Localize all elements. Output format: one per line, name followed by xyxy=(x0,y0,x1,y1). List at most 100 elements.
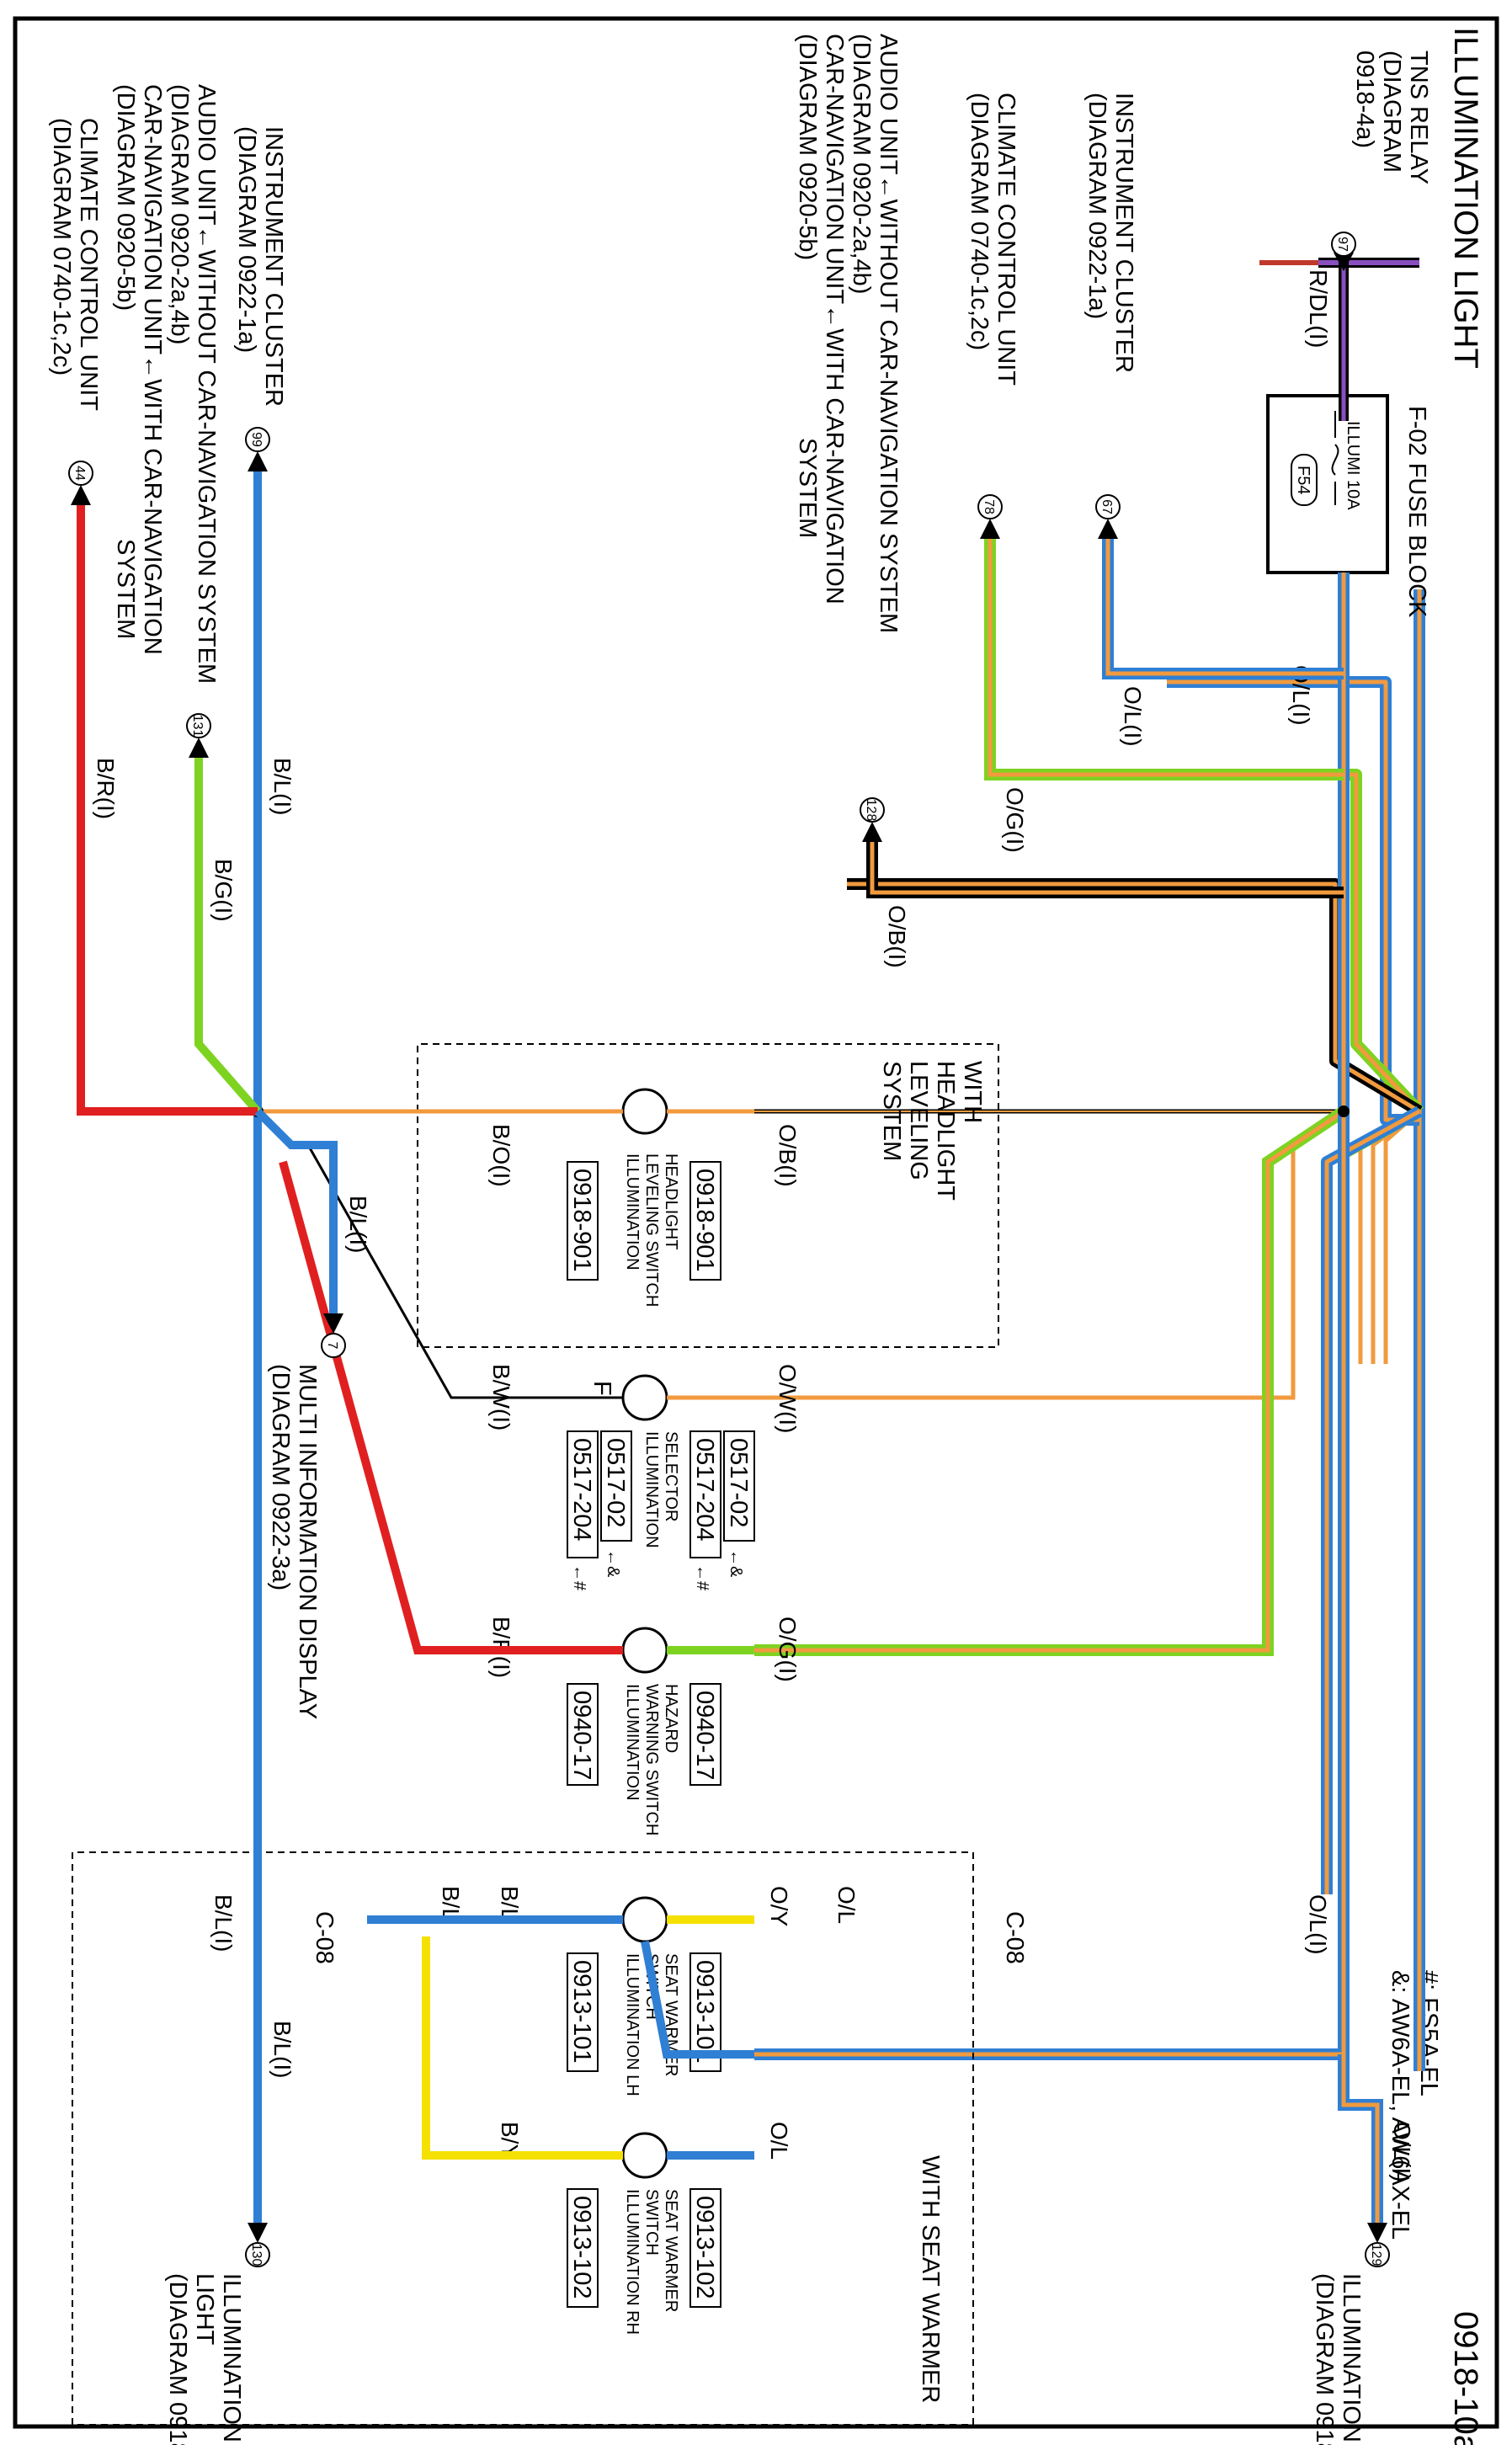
connectors: C-08 O/L(I) C-08 B/L(I) xyxy=(210,1894,1331,1964)
illum-bot-terminal xyxy=(245,2242,270,2267)
wire-fan-sel-3 xyxy=(1358,1109,1421,1364)
au128-line-5: (DIAGRAM 0920-5b) xyxy=(794,34,821,260)
seat-lh-in-a: O/Y xyxy=(766,1886,792,1927)
au131-arrow xyxy=(189,738,209,758)
tns-terminal-num: 97 xyxy=(1335,237,1350,252)
hl-group-4: SYSTEM xyxy=(878,1061,905,1161)
ic67-arrow xyxy=(1098,519,1118,539)
sel-feed xyxy=(754,1109,1345,1400)
hl-name-2: LEVELING SWITCH xyxy=(642,1153,661,1307)
au128-line-4: SYSTEM xyxy=(794,438,821,538)
ic67-line-2: (DIAGRAM 0922-1a) xyxy=(1083,93,1110,319)
sel-bulb-icon xyxy=(621,1374,668,1421)
diagram-number: 0918-10a xyxy=(1447,2311,1484,2445)
cc44-num: 44 xyxy=(72,466,87,481)
cc78-arrow xyxy=(980,519,1000,539)
hl-code-top-box xyxy=(689,1161,721,1281)
sel-name-1: SELECTOR xyxy=(662,1431,680,1521)
au128-arrow xyxy=(862,822,882,842)
note-amp: &: AW6A-EL, AW6AX-EL xyxy=(1387,1970,1414,2240)
ic67-num: 67 xyxy=(1099,499,1114,514)
fuse-title: F-02 FUSE BLOCK xyxy=(1403,406,1430,618)
ic99-line-1: INSTRUMENT CLUSTER xyxy=(260,126,287,407)
haz-code-bot: 0940-17 xyxy=(568,1691,595,1780)
cc78-line-2: (DIAGRAM 0740-1c,2c) xyxy=(966,93,993,350)
cc78-line-1: CLIMATE CONTROL UNIT xyxy=(993,93,1020,386)
haz-code-top-box xyxy=(689,1683,721,1786)
sel-wire-in: O/W(I) xyxy=(775,1364,801,1433)
sel-code-t1-box xyxy=(723,1430,755,1542)
out-au131: 131 B/G(I) AUDIO UNIT←WITHOUT CAR-NAVIGA… xyxy=(112,84,261,1115)
haz-stub-out xyxy=(279,1160,623,1654)
illum-top-wire-label: O/L(I) xyxy=(1389,2122,1415,2182)
au131-terminal xyxy=(186,713,211,738)
ic67-wire-blue xyxy=(1102,539,1344,679)
comp-seat-group: WITH SEAT WARMER 0913-101 SEAT WARMER SW… xyxy=(72,1851,974,2426)
ic99-arrow xyxy=(248,451,268,471)
seat-rh-in: O/L xyxy=(766,2122,792,2160)
mid7-line-1: MULTI INFORMATION DISPLAY xyxy=(294,1364,321,1719)
seat-rh-name-1: SEAT WARMER xyxy=(662,2189,680,2312)
wire-ic67-blue xyxy=(1167,676,1419,1126)
hl-code-bot: 0918-901 xyxy=(568,1169,595,1272)
au131-line-1: AUDIO UNIT←WITHOUT CAR-NAVIGATION SYSTEM xyxy=(193,84,220,684)
sel-mark-b1: ←& xyxy=(604,1549,622,1578)
haz-name-3: ILLUMINATION xyxy=(623,1684,642,1801)
tns-wire-label: R/DL(I) xyxy=(1304,269,1331,348)
mid7-arrow xyxy=(323,1313,343,1334)
tns-line-1: TNS RELAY xyxy=(1405,51,1432,184)
seat-lh-bulb-icon xyxy=(621,1896,668,1943)
tns-feed: 97 R/DL(I) TNS RELAY (DIAGRAM 0918-4a) xyxy=(1304,51,1432,421)
seat-lh-in-b: O/L xyxy=(833,1886,860,1924)
c08-bot: C-08 xyxy=(311,1911,338,1964)
seat-lh-code-top: 0913-101 xyxy=(691,1960,718,2064)
out-illum-top: 129 O/L(I) ILLUMINATION LIGHT (DIAGRAM 0… xyxy=(1311,2054,1415,2445)
out-mid7: 7 B/L(I) MULTI INFORMATION DISPLAY (DIAG… xyxy=(254,1108,371,1719)
cc78-num: 78 xyxy=(982,499,996,514)
ic99-wire-label: B/L(I) xyxy=(269,758,295,815)
tns-line-2: (DIAGRAM xyxy=(1378,51,1405,173)
wire-fan-seat-orange xyxy=(1324,1109,1421,1894)
seat-rh-code-bot: 0913-102 xyxy=(568,2196,595,2299)
c08-bot-wire: B/L(I) xyxy=(210,1894,237,1952)
hl-wire-out: B/O(I) xyxy=(488,1124,514,1187)
illum-top-line-1: ILLUMINATION LIGHT xyxy=(1338,2273,1365,2445)
fuse-code: F54 xyxy=(1294,466,1312,494)
haz-name-1: HAZARD xyxy=(662,1684,680,1753)
au131-line-5: (DIAGRAM 0920-5b) xyxy=(112,84,139,311)
au128-line-3: CAR-NAVIGATION UNIT←WITH CAR-NAVIGATION xyxy=(821,34,848,605)
fuse-box xyxy=(1266,394,1389,574)
cc44-arrow xyxy=(71,485,91,505)
cc78-wire-orange xyxy=(988,539,1344,777)
ic99-terminal xyxy=(245,427,270,452)
seat-rh-name-2: SWITCH xyxy=(642,2189,661,2256)
au131-line-3: CAR-NAVIGATION UNIT←WITH CAR-NAVIGATION xyxy=(139,84,166,655)
mid7-wire-label: B/L(I) xyxy=(345,1196,371,1253)
ic99-num: 99 xyxy=(249,432,264,447)
au128-line-1: AUDIO UNIT←WITHOUT CAR-NAVIGATION SYSTEM xyxy=(875,34,902,633)
hl-bulb-icon xyxy=(621,1088,668,1135)
illum-top-arrow xyxy=(1367,2223,1387,2243)
component-stubs xyxy=(258,1109,754,2160)
illum-bot-line-3: (DIAGRAM 0918-10b) xyxy=(164,2273,191,2445)
au128-line-2: (DIAGRAM 0920-2a,4b) xyxy=(848,34,875,294)
wire-fan-haz-orange xyxy=(1341,1109,1421,1617)
mid7-wire xyxy=(254,1108,338,1313)
illum-bot-arrow xyxy=(248,2223,268,2243)
haz-feed-g xyxy=(754,1106,1347,1656)
seat-group-box xyxy=(72,1851,974,2426)
out-au128: 128 O/B(I) AUDIO UNIT←WITHOUT CAR-NAVIGA… xyxy=(794,34,1344,968)
seat-rh-bulb-icon xyxy=(621,2132,668,2179)
out-ic67: 67 O/L(I) INSTRUMENT CLUSTER (DIAGRAM 09… xyxy=(1083,93,1344,747)
seat-lh-code-bot: 0913-101 xyxy=(568,1960,595,2064)
out-illum-bot: 130 B/L(I) ILLUMINATION LIGHT (DIAGRAM 0… xyxy=(164,1920,295,2445)
hl-code-bot-box xyxy=(567,1161,599,1281)
mid7-line-2: (DIAGRAM 0922-3a) xyxy=(267,1364,294,1590)
sel-code-t2-box xyxy=(689,1430,721,1558)
cc44-line-2: (DIAGRAM 0740-1c,2c) xyxy=(48,118,75,376)
wire-au128-orange xyxy=(847,882,1421,1114)
illum-bot-num: 130 xyxy=(249,2244,264,2267)
au128-wire-orange xyxy=(870,842,1344,895)
seat-rh-name-3: ILLUMINATION RH xyxy=(623,2189,642,2335)
page-frame xyxy=(13,16,1499,2429)
